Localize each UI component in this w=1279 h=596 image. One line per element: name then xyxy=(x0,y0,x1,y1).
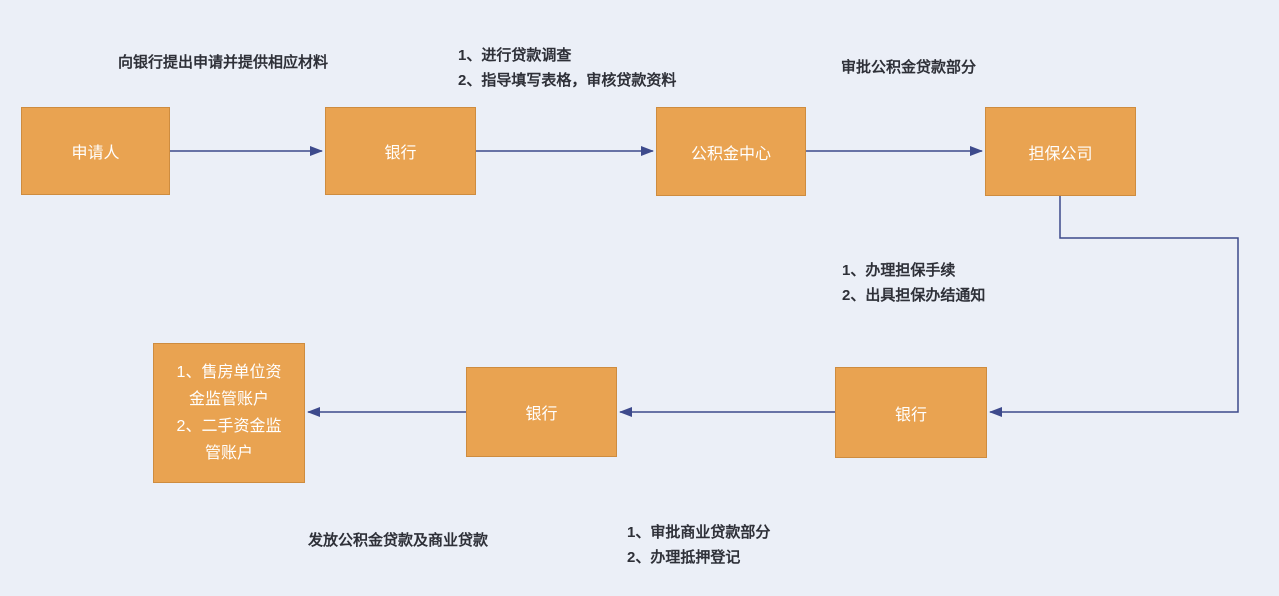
annotation-line: 向银行提出申请并提供相应材料 xyxy=(118,54,329,71)
node-supervision-accounts-line: 金监管账户 xyxy=(188,391,269,408)
annotation-line: 2、出具担保办结通知 xyxy=(842,287,986,304)
node-bank-top: 银行 xyxy=(325,107,476,195)
annotation-line: 发放公积金贷款及商业贷款 xyxy=(308,532,489,549)
annotation-line: 1、办理担保手续 xyxy=(842,262,956,279)
node-supervision-accounts-line: 2、二手资金监 xyxy=(176,418,282,435)
annotation-line: 1、进行贷款调查 xyxy=(458,47,572,64)
annotation-line: 2、办理抵押登记 xyxy=(627,549,741,566)
node-supervision-accounts-line: 1、售房单位资 xyxy=(176,364,282,381)
node-supervision-accounts: 1、售房单位资 金监管账户 2、二手资金监 管账户 xyxy=(153,343,305,483)
node-fund-center-label: 公积金中心 xyxy=(690,145,771,163)
node-bank-right-label: 银行 xyxy=(894,406,927,424)
node-bank-middle: 银行 xyxy=(466,367,617,457)
node-guarantee-company-label: 担保公司 xyxy=(1028,145,1093,163)
node-guarantee-company: 担保公司 xyxy=(985,107,1136,196)
annotation-loan-survey: 1、进行贷款调查 2、指导填写表格，审核贷款资料 xyxy=(458,43,676,93)
annotation-approve-fund: 审批公积金贷款部分 xyxy=(841,55,976,80)
node-fund-center: 公积金中心 xyxy=(656,107,806,196)
node-supervision-accounts-line: 管账户 xyxy=(204,445,253,462)
node-applicant: 申请人 xyxy=(21,107,170,195)
annotation-apply: 向银行提出申请并提供相应材料 xyxy=(118,50,328,75)
node-bank-middle-label: 银行 xyxy=(525,406,558,423)
node-bank-top-label: 银行 xyxy=(384,145,417,162)
annotation-line: 2、指导填写表格，审核贷款资料 xyxy=(458,72,677,89)
annotation-disburse: 发放公积金贷款及商业贷款 xyxy=(308,528,488,553)
node-applicant-label: 申请人 xyxy=(71,145,120,162)
connector-guarantee-to-bank-right xyxy=(989,196,1239,417)
annotation-guarantee-steps: 1、办理担保手续 2、出具担保办结通知 xyxy=(842,258,985,308)
node-bank-right: 银行 xyxy=(835,367,987,458)
annotation-commercial-steps: 1、审批商业贷款部分 2、办理抵押登记 xyxy=(627,520,770,570)
annotation-line: 审批公积金贷款部分 xyxy=(841,59,977,76)
annotation-line: 1、审批商业贷款部分 xyxy=(627,524,771,541)
